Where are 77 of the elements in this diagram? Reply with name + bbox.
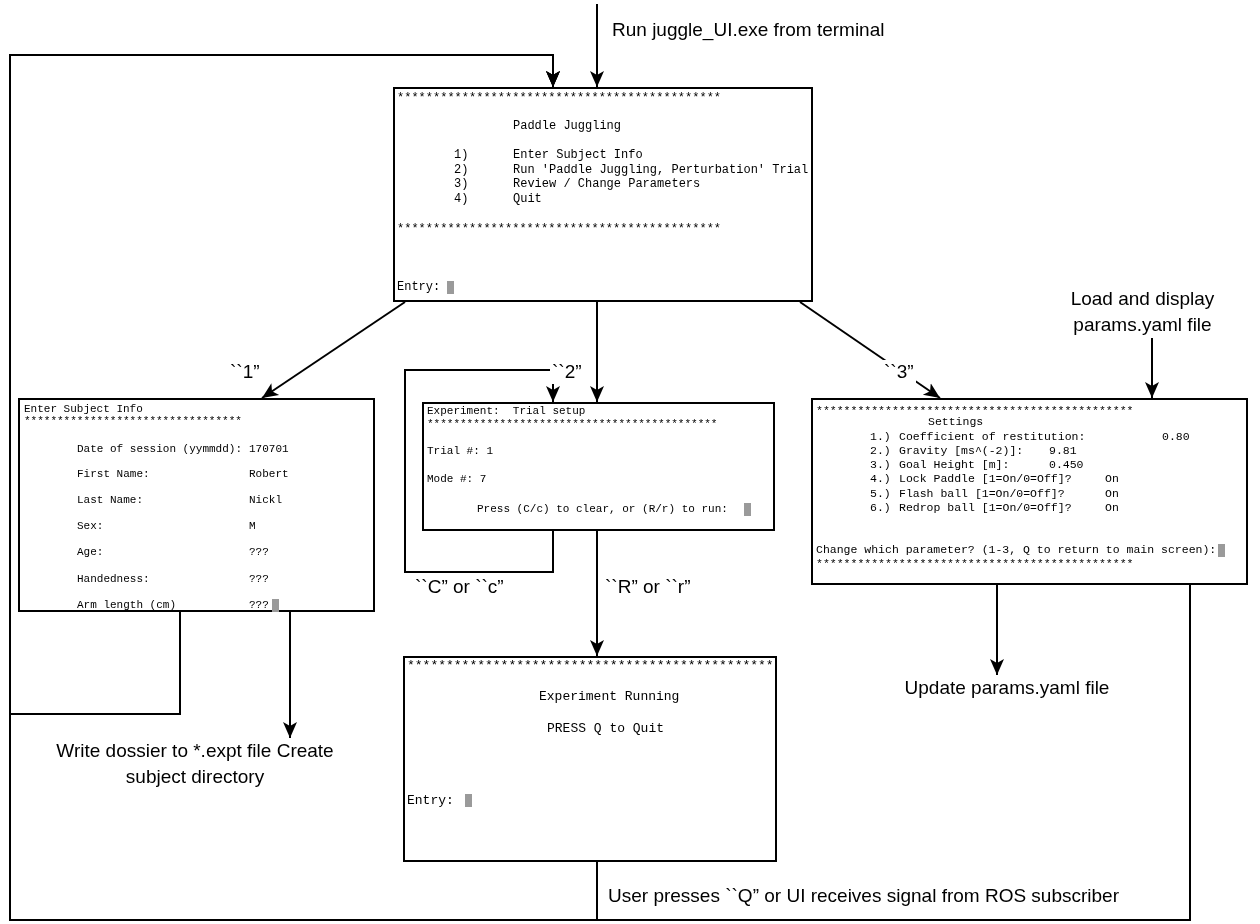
terminal-text: Entry: xyxy=(407,793,454,809)
edge-label: ``3” xyxy=(882,360,916,384)
terminal-text: Date of session (yymmdd): xyxy=(77,442,243,456)
terminal-text: Experiment Running xyxy=(539,689,680,705)
terminal-text: 170701 xyxy=(249,442,289,456)
terminal-text: Change which parameter? (1-3, Q to return to main screen): xyxy=(816,543,1217,557)
step-note: Load and display params.yaml file xyxy=(1030,286,1255,338)
terminal-text: 0.450 xyxy=(1049,458,1084,472)
terminal-text: 2) xyxy=(454,163,469,177)
terminal-text: 5.) xyxy=(870,487,891,501)
terminal-text: 4) xyxy=(454,192,469,206)
terminal-text: Settings xyxy=(928,415,984,429)
terminal-text: M xyxy=(249,519,256,533)
terminal-text: 3.) xyxy=(870,458,891,472)
terminal-text: Redrop ball [1=On/0=Off]? xyxy=(899,501,1072,515)
arrow xyxy=(9,54,1191,921)
terminal-text: Run 'Paddle Juggling, Perturbation' Trial xyxy=(513,163,809,177)
terminal-text: ??? xyxy=(249,545,269,559)
terminal-text: Coefficient of restitution: xyxy=(899,430,1086,444)
terminal-text: Quit xyxy=(513,192,542,206)
arrow xyxy=(990,584,1004,676)
terminal-text: 0.80 xyxy=(1162,430,1190,444)
terminal-text: ********************************************** xyxy=(816,404,1134,417)
terminal-text: On xyxy=(1105,501,1119,515)
terminal-text: ??? xyxy=(249,598,269,612)
terminal-text: Robert xyxy=(249,467,289,481)
terminal-window xyxy=(422,402,775,531)
step-note: Update params.yaml file xyxy=(877,675,1137,701)
terminal-text: 2.) xyxy=(870,444,891,458)
terminal-window xyxy=(393,87,813,302)
terminal-text: 1) xyxy=(454,148,469,162)
terminal-text: Handedness: xyxy=(77,572,150,586)
terminal-text: Goal Height [m]: xyxy=(899,458,1010,472)
step-note: Write dossier to *.expt file Create subject directory xyxy=(45,738,345,790)
terminal-text: Nickl xyxy=(249,493,282,507)
terminal-text: Gravity [ms^(-2)]: xyxy=(899,444,1024,458)
arrow xyxy=(1145,337,1159,399)
terminal-text: Lock Paddle [1=On/0=Off]? xyxy=(899,472,1072,486)
arrow xyxy=(404,369,560,573)
terminal-text: Paddle Juggling xyxy=(513,119,622,133)
terminal-text: Trial #: 1 xyxy=(427,444,493,458)
terminal-text: Entry: xyxy=(397,280,441,294)
terminal-text: Last Name: xyxy=(77,493,143,507)
terminal-text: ******************************************** xyxy=(427,417,718,431)
terminal-text: ********************************* xyxy=(24,414,242,428)
terminal-text: ********************************************** xyxy=(816,557,1134,571)
terminal-window xyxy=(403,656,777,862)
terminal-text: PRESS Q to Quit xyxy=(547,721,665,737)
arrow xyxy=(261,301,406,399)
terminal-text: Experiment: Trial setup xyxy=(427,404,586,418)
terminal-text: *********************************************** xyxy=(407,658,774,674)
arrow xyxy=(590,530,604,657)
terminal-text: On xyxy=(1105,487,1119,501)
terminal-text: 9.81 xyxy=(1049,444,1077,458)
terminal-text: 3) xyxy=(454,177,469,191)
terminal-text: Enter Subject Info xyxy=(24,402,143,416)
arrow xyxy=(590,301,604,403)
terminal-text: Flash ball [1=On/0=Off]? xyxy=(899,487,1065,501)
arrow xyxy=(590,3,604,88)
terminal-text: 4.) xyxy=(870,472,891,486)
terminal-text: 6.) xyxy=(870,501,891,515)
terminal-text: Sex: xyxy=(77,519,104,533)
terminal-text: Review / Change Parameters xyxy=(513,177,701,191)
terminal-text: Enter Subject Info xyxy=(513,148,643,162)
terminal-text: ********************************************* xyxy=(397,222,722,236)
terminal-text: First Name: xyxy=(77,467,150,481)
terminal-window xyxy=(811,398,1248,585)
terminal-text: ********************************************* xyxy=(397,91,722,105)
terminal-text: Press (C/c) to clear, or (R/r) to run: xyxy=(477,502,728,516)
terminal-text: 1.) xyxy=(870,430,891,444)
terminal-text: Mode #: 7 xyxy=(427,472,487,486)
terminal-text: Age: xyxy=(77,545,104,559)
terminal-window xyxy=(18,398,375,612)
terminal-text: ??? xyxy=(249,572,269,586)
terminal-text: On xyxy=(1105,472,1119,486)
terminal-text: Arm length (cm) xyxy=(77,598,177,612)
arrow xyxy=(283,611,297,739)
